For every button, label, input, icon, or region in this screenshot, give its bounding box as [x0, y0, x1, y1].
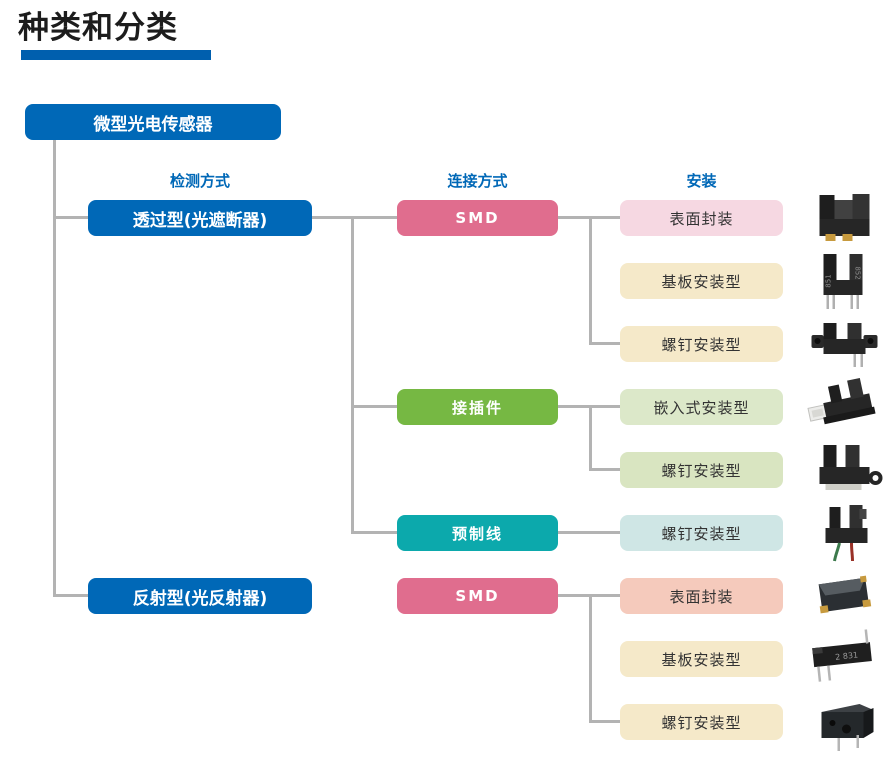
mounting-node-screw-mount-4: 螺钉安装型	[620, 704, 783, 740]
ring-slot-sensor-photo	[799, 440, 888, 500]
screw-reflective-sensor-photo	[799, 692, 888, 752]
connection-node-smd-1: SMD	[397, 200, 558, 236]
mounting-node-screw-mount-3: 螺钉安装型	[620, 515, 783, 551]
pcb-slot-sensor-photo: 851 852	[799, 251, 888, 311]
column-header-connection: 连接方式	[447, 172, 508, 190]
connector-line	[589, 594, 592, 723]
connector-line	[351, 405, 397, 408]
connector-line	[589, 468, 620, 471]
page-title: 种类和分类	[18, 10, 178, 46]
connector-slot-sensor-photo	[799, 377, 888, 437]
connection-node-prewired: 预制线	[397, 515, 558, 551]
mounting-node-pcb-mount-2: 基板安装型	[620, 641, 783, 677]
mounting-node-embedded-mount: 嵌入式安装型	[620, 389, 783, 425]
mounting-node-surface-mount-1: 表面封装	[620, 200, 783, 236]
connection-node-smd-2: SMD	[397, 578, 558, 614]
connection-node-connector: 接插件	[397, 389, 558, 425]
svg-text:852: 852	[854, 266, 862, 279]
smd-slot-sensor-photo	[799, 188, 888, 248]
screw-slot-sensor-photo	[799, 314, 888, 374]
mounting-node-pcb-mount-1: 基板安装型	[620, 263, 783, 299]
connector-line	[53, 140, 56, 596]
connector-line	[589, 216, 592, 345]
connector-line	[351, 216, 354, 534]
mounting-node-screw-mount-2: 螺钉安装型	[620, 452, 783, 488]
connector-line	[589, 342, 620, 345]
connector-line	[312, 216, 397, 219]
pcb-reflective-sensor-photo: 2 831	[799, 629, 888, 689]
svg-text:2 831: 2 831	[835, 650, 859, 661]
mounting-node-surface-mount-2: 表面封装	[620, 578, 783, 614]
svg-text:851: 851	[825, 274, 833, 287]
connector-line	[53, 594, 88, 597]
title-underline-bar	[21, 50, 211, 60]
connector-line	[589, 720, 620, 723]
column-header-mounting: 安装	[686, 172, 717, 190]
connector-line	[53, 216, 88, 219]
detection-node-through-beam: 透过型(光遮断器)	[88, 200, 312, 236]
connector-line	[589, 405, 592, 471]
wired-slot-sensor-photo	[799, 503, 888, 563]
smd-reflective-sensor-photo	[799, 566, 888, 626]
root-node-micro-photoelectric-sensor: 微型光电传感器	[25, 104, 281, 140]
connector-line	[558, 531, 620, 534]
column-header-detection: 检测方式	[169, 172, 230, 190]
detection-node-reflective: 反射型(光反射器)	[88, 578, 312, 614]
connector-line	[351, 531, 397, 534]
mounting-node-screw-mount-1: 螺钉安装型	[620, 326, 783, 362]
